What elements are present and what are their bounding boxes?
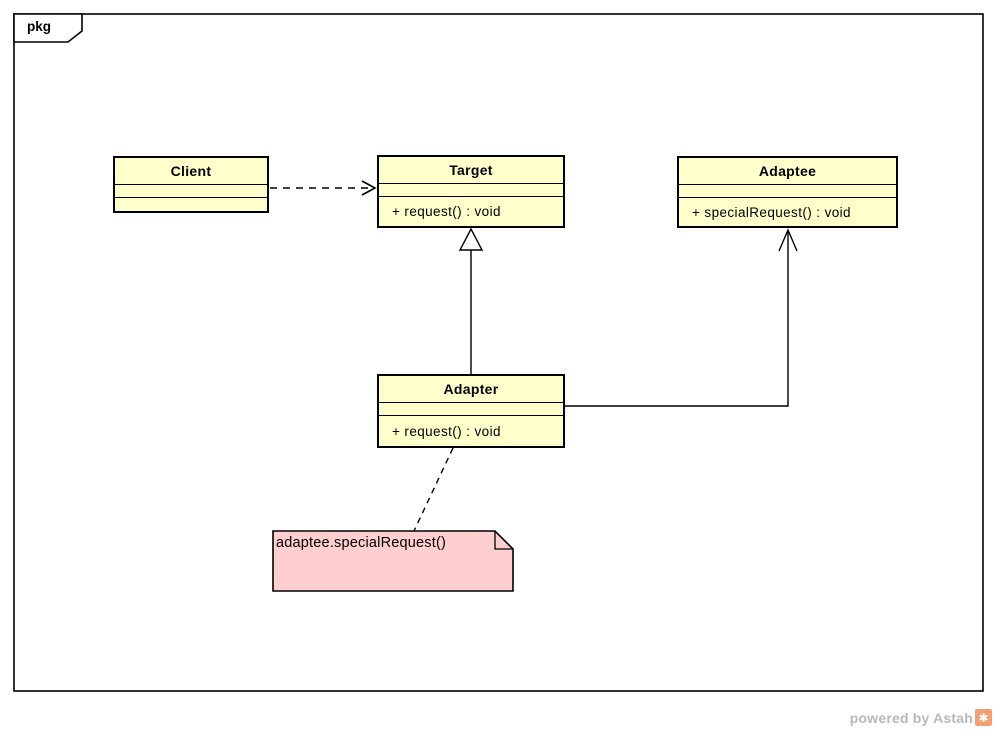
generalization-arrowhead-icon: [458, 227, 484, 251]
operations-compartment[interactable]: + request() : void: [379, 197, 563, 226]
generalization-adapter-target[interactable]: [458, 227, 484, 374]
attributes-compartment[interactable]: [379, 402, 563, 416]
astah-logo-icon: ✱: [975, 709, 992, 726]
class-name: Target: [449, 162, 493, 178]
class-name: Adapter: [443, 381, 499, 397]
class-name: Adaptee: [758, 163, 817, 179]
operation-label: + specialRequest() : void: [692, 204, 851, 220]
association-arrowhead-icon: [778, 228, 798, 252]
package-frame-tab[interactable]: [13, 13, 83, 43]
note-shape[interactable]: [272, 530, 514, 592]
dependency-client-target[interactable]: [270, 180, 377, 196]
watermark-text: powered by Astah: [849, 709, 973, 726]
watermark: powered by Astah ✱: [850, 709, 992, 726]
note-text: adaptee.specialRequest(): [276, 535, 447, 551]
class-box-client[interactable]: Client: [113, 156, 269, 213]
operations-compartment[interactable]: + specialRequest() : void: [679, 198, 896, 226]
attributes-compartment[interactable]: [679, 184, 896, 198]
note-fold-corner-icon: [494, 531, 513, 550]
dependency-arrowhead-icon: [361, 180, 377, 196]
operation-label: + request() : void: [392, 423, 501, 439]
class-box-adaptee[interactable]: Adaptee + specialRequest() : void: [677, 156, 898, 228]
package-frame: [13, 13, 984, 692]
operations-compartment[interactable]: [115, 198, 267, 211]
operations-compartment[interactable]: + request() : void: [379, 416, 563, 446]
attributes-compartment[interactable]: [379, 183, 563, 197]
class-name: Client: [170, 163, 212, 179]
attributes-compartment[interactable]: [115, 184, 267, 198]
association-adapter-adaptee[interactable]: [565, 228, 798, 407]
package-frame-label: pkg: [27, 19, 52, 34]
note-anchor-line[interactable]: [413, 447, 454, 532]
class-box-target[interactable]: Target + request() : void: [377, 155, 565, 228]
operation-label: + request() : void: [392, 204, 501, 219]
class-box-adapter[interactable]: Adapter + request() : void: [377, 374, 565, 448]
